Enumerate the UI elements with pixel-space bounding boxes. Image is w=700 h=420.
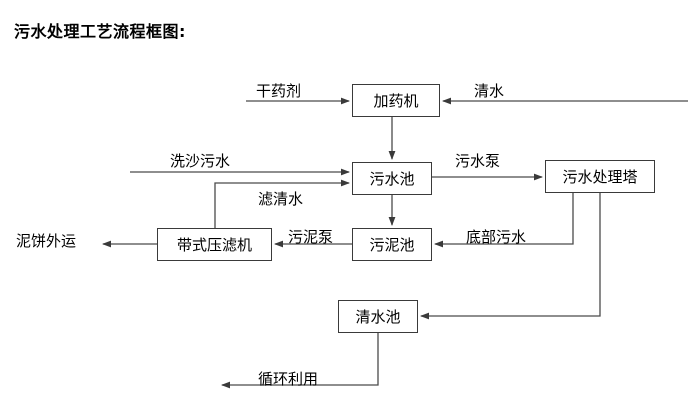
page-title: 污水处理工艺流程框图:: [14, 22, 186, 41]
node-sludge-pool[interactable]: 污泥池: [352, 228, 432, 261]
label-dry-chemical: 干药剂: [256, 82, 302, 100]
edge-clean-water-pool-to-recycling-use: [221, 333, 379, 389]
node-label: 污泥池: [369, 236, 415, 254]
node-belt-filter-press[interactable]: 带式压滤机: [157, 228, 272, 261]
node-clean-water-pool[interactable]: 清水池: [338, 300, 418, 333]
label-filtrate-water: 滤清水: [258, 190, 304, 208]
node-label: 清水池: [355, 308, 401, 326]
label-sludge-pump: 污泥泵: [288, 228, 334, 246]
node-treatment-tower[interactable]: 污水处理塔: [545, 160, 655, 193]
edge-treatment-tower-to-sludge-pool: [434, 193, 574, 248]
node-label: 污水处理塔: [562, 168, 638, 186]
label-bottom-sewage: 底部污水: [466, 228, 527, 246]
edge-filtrate-water-to-sewage-pool: [214, 179, 350, 228]
node-sewage-pool[interactable]: 污水池: [352, 162, 432, 195]
node-label: 污水池: [369, 170, 415, 188]
label-sand-wash-sewage: 洗沙污水: [170, 152, 231, 170]
label-mud-cake-out: 泥饼外运: [16, 232, 77, 250]
edge-treatment-tower-to-clean-water-pool: [420, 193, 601, 320]
label-clean-water-inlet: 清水: [474, 82, 505, 100]
label-sewage-pump: 污水泵: [455, 152, 501, 170]
label-recycling-use: 循环利用: [258, 370, 319, 388]
node-label: 加药机: [373, 92, 419, 110]
node-label: 带式压滤机: [176, 236, 252, 254]
node-dosing-machine[interactable]: 加药机: [352, 84, 440, 117]
